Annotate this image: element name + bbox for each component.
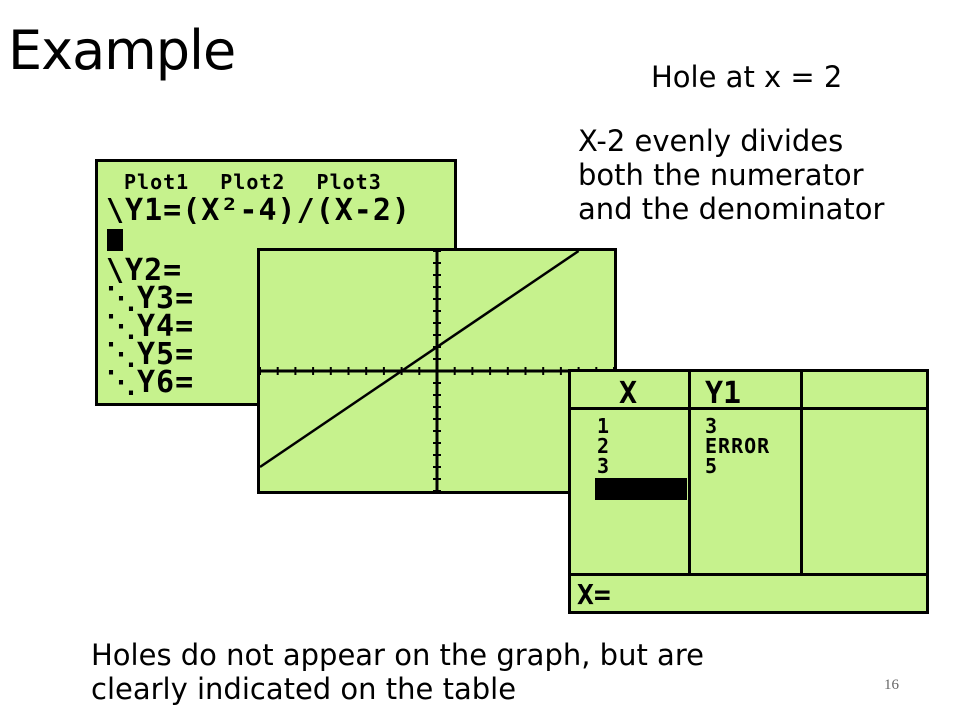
bottom-note: Holes do not appear on the graph, but ar… <box>91 638 704 706</box>
equation-y4: ⋱Y4= <box>106 309 195 344</box>
graph-screen <box>257 248 617 494</box>
table-entry-divider <box>571 573 926 576</box>
graph-plot <box>260 251 614 491</box>
equation-y1: \Y1=(X²-4)/(X-2) <box>106 193 411 228</box>
table-cell-x-2: 2 <box>597 434 611 458</box>
table-cell-x-1: 1 <box>597 414 611 438</box>
divides-note: X-2 evenly divides both the numerator an… <box>578 124 885 226</box>
table-selection-cursor <box>595 478 687 500</box>
table-cell-y-1: 3 <box>705 414 719 438</box>
table-cell-y-3: 5 <box>705 454 719 478</box>
plot1-label: Plot1 <box>124 170 190 194</box>
plot3-label: Plot3 <box>316 170 382 194</box>
table-header-x: X <box>619 376 638 411</box>
plot-selector-row: Plot1 Plot2 Plot3 <box>124 170 400 194</box>
slide-title: Example <box>8 19 236 82</box>
table-cell-x-3: 3 <box>597 454 611 478</box>
table-header-y1: Y1 <box>705 376 742 411</box>
blinking-cursor <box>107 229 123 251</box>
page-number: 16 <box>884 677 899 693</box>
table-cell-y-2: ERROR <box>705 434 771 458</box>
table-column-divider-2 <box>800 372 803 574</box>
table-screen: X Y1 1 2 3 3 ERROR 5 X= <box>568 369 929 614</box>
graph-function-line <box>260 251 580 469</box>
equation-y2: \Y2= <box>106 253 183 288</box>
equation-y5: ⋱Y5= <box>106 337 195 372</box>
equation-y3: ⋱Y3= <box>106 281 195 316</box>
table-header-divider <box>571 407 926 410</box>
plot2-label: Plot2 <box>220 170 286 194</box>
table-entry-line: X= <box>577 578 611 611</box>
table-column-divider-1 <box>688 372 691 574</box>
equation-y6: ⋱Y6= <box>106 365 195 400</box>
hole-note: Hole at x = 2 <box>651 60 843 94</box>
